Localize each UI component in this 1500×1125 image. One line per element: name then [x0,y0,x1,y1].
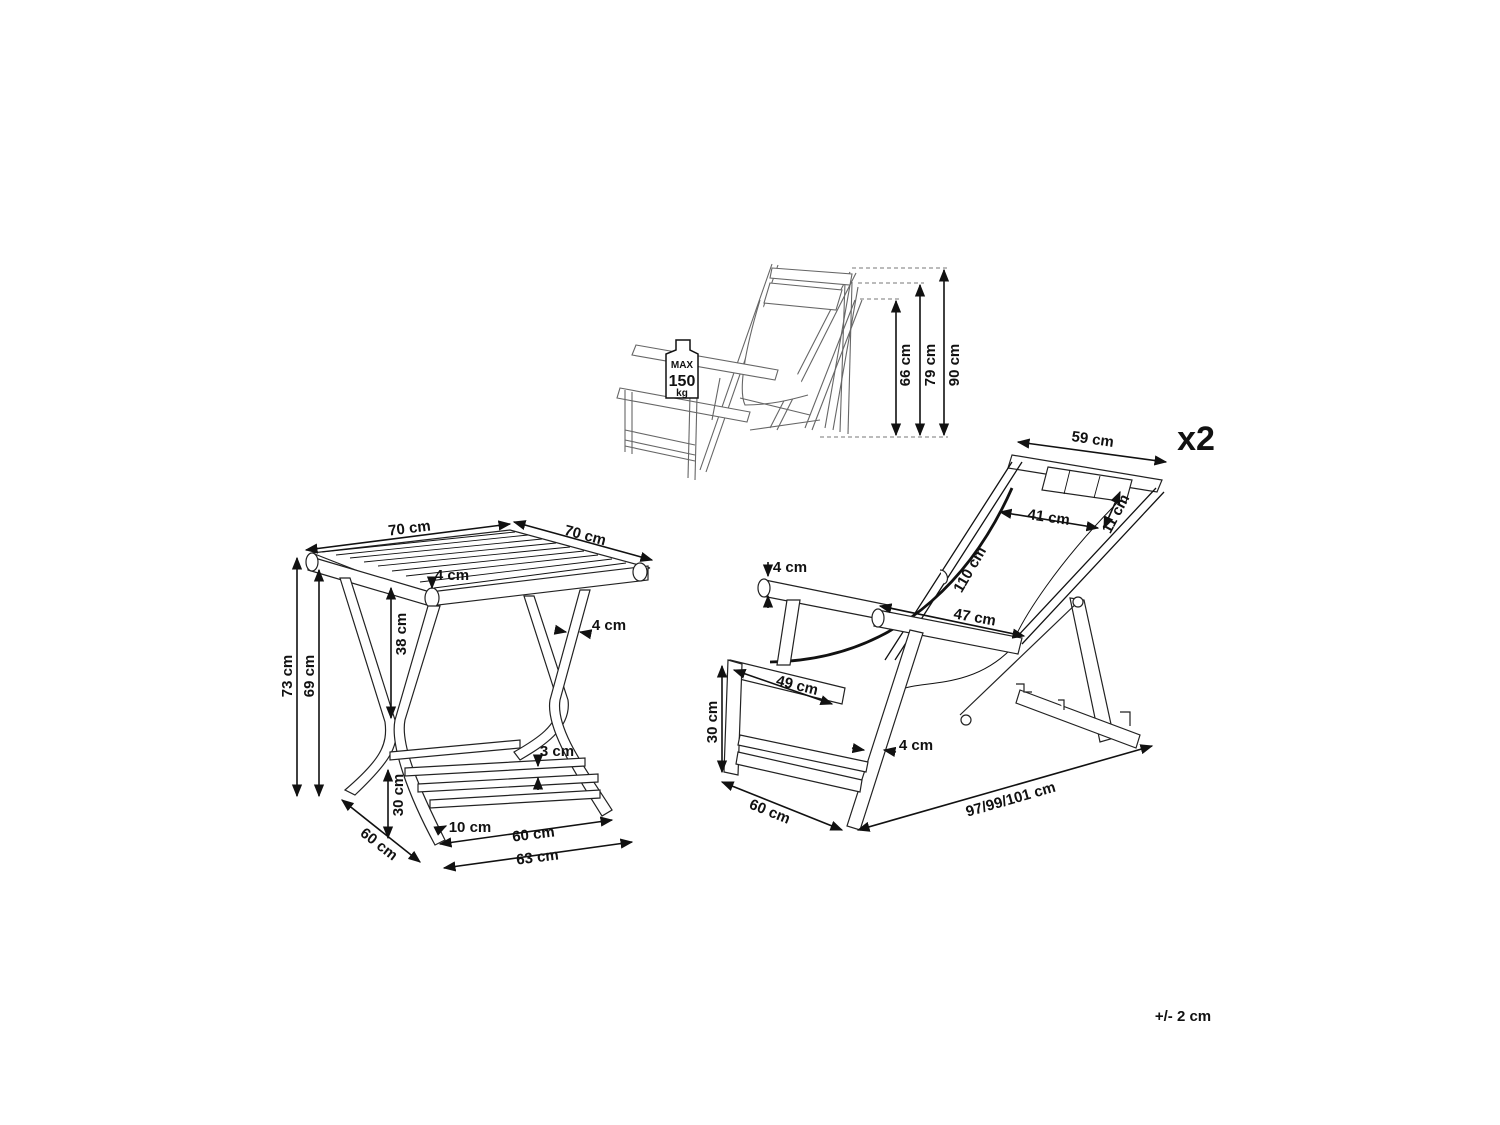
dim-table-bar-3: 3 cm [540,743,574,760]
dim-chair-seat-length: 110 cm [950,544,990,596]
dim-table-top-width: 70 cm [387,518,431,540]
dim-table-base-63: 63 cm [515,847,559,869]
dim-chair-arm-thickness: 4 cm [773,559,807,576]
dim-table-height-73: 73 cm [279,655,296,698]
quantity-multiplier: x2 [1177,420,1215,458]
dim-table-leg-width: 4 cm [592,617,626,634]
reclining-chair-thumbnail: MAX 150 kg 66 cm 79 cm 90 cm [616,263,963,481]
dim-chair-height-66: 66 cm [897,344,914,387]
deck-chair-drawing: 59 cm x2 41 cm 11 cm 110 cm 4 cm 47 cm 4… [704,420,1215,832]
dim-chair-arm-height: 30 cm [704,701,721,744]
dim-chair-top-width: 59 cm [1070,428,1114,451]
folding-table-drawing: 70 cm 70 cm 4 cm 73 cm 69 cm 38 cm 4 cm … [279,518,654,872]
weight-badge-max: MAX [671,360,694,371]
dim-table-side-60: 60 cm [357,825,401,865]
dim-table-lower-30: 30 cm [390,774,407,817]
dim-chair-leg-width: 4 cm [899,737,933,754]
dim-chair-length: 97/99/101 cm [964,779,1058,821]
weight-limit-icon [665,339,699,399]
dim-chair-height-79: 79 cm [922,344,939,387]
weight-badge-unit: kg [676,388,688,399]
dim-table-base-60: 60 cm [511,824,555,846]
weight-badge-value: 150 [669,373,696,390]
dim-chair-height-90: 90 cm [946,344,963,387]
dim-chair-seat-inner: 41 cm [1026,506,1070,529]
dim-table-leg-38: 38 cm [393,613,410,656]
dim-table-top-depth: 70 cm [562,522,607,549]
dim-table-gap-10: 10 cm [449,819,492,836]
tolerance-note: +/- 2 cm [1155,1008,1211,1025]
dim-table-slat-thickness: 4 cm [435,567,469,584]
dim-table-height-69: 69 cm [301,655,318,698]
dim-chair-arm-length: 49 cm [774,672,819,699]
